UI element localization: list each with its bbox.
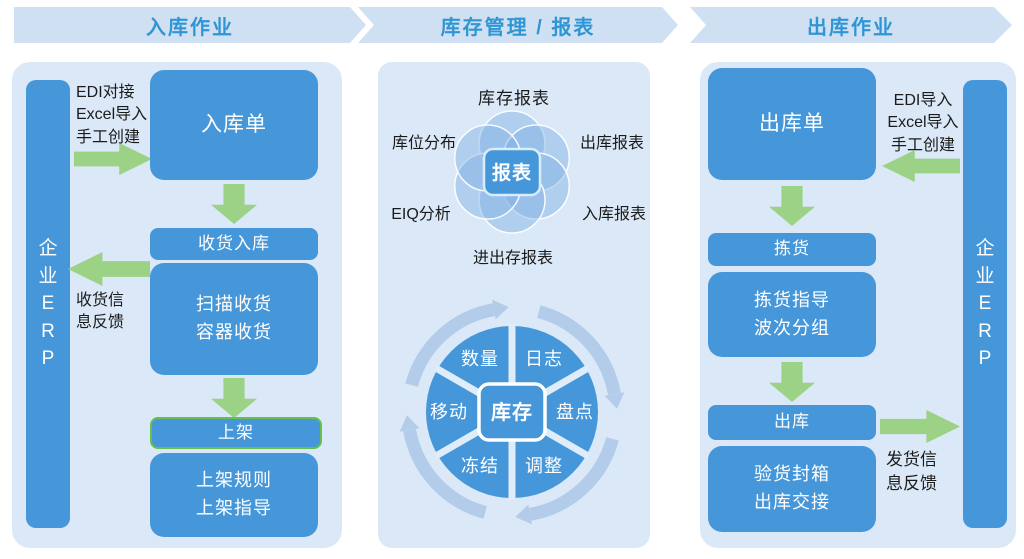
box-check-pack-label: 验货封箱 出库交接 bbox=[754, 464, 830, 512]
report-label-outbound: 出库报表 bbox=[579, 135, 645, 152]
sector-move: 移动 bbox=[430, 402, 468, 422]
sector-quantity: 数量 bbox=[461, 349, 499, 369]
report-label-eiq: EIQ分析 bbox=[391, 206, 451, 223]
box-inbound-order: 入库单 bbox=[150, 70, 318, 180]
sector-log: 日志 bbox=[525, 349, 563, 369]
erp-bar-inbound: 企 业 E R P bbox=[26, 80, 70, 528]
erp-bar-outbound-label: 企 业 E R P bbox=[975, 238, 995, 370]
arrow-scan-to-putaway bbox=[211, 378, 257, 418]
sector-adjust: 调整 bbox=[525, 456, 563, 476]
arrow-receive-feedback-to-erp bbox=[68, 252, 150, 286]
inbound-panel: 企 业 E R P EDI对接 Excel导入 手工创建 入库单 收货入库 收货… bbox=[12, 62, 342, 548]
arrow-order-to-pick bbox=[769, 186, 815, 226]
banner-inbound-label: 入库作业 bbox=[146, 16, 234, 39]
banner-outbound: 出库作业 bbox=[690, 7, 1012, 43]
box-receive-label: 收货入库 bbox=[198, 233, 270, 253]
inventory-panel: 库存报表 报表 库位分布 出库报表 EIQ分析 入库报表 进出存报表 bbox=[378, 62, 650, 548]
box-putaway-rules-label: 上架规则 上架指导 bbox=[196, 470, 272, 518]
box-putaway-label: 上架 bbox=[218, 422, 254, 442]
sector-freeze: 冻结 bbox=[461, 456, 499, 476]
report-label-location: 库位分布 bbox=[391, 135, 457, 152]
arrow-order-to-receive bbox=[211, 184, 257, 224]
box-outbound-order: 出库单 bbox=[708, 68, 876, 180]
box-ship-label: 出库 bbox=[774, 412, 810, 432]
report-label-inout-stock: 进出存报表 bbox=[472, 250, 554, 267]
reports-title: 库存报表 bbox=[478, 89, 550, 108]
outbound-source-note: EDI导入 Excel导入 手工创建 bbox=[887, 92, 959, 154]
cycle-ring-arrowheads bbox=[399, 299, 625, 525]
banner-inventory: 库存管理 / 报表 bbox=[358, 7, 678, 43]
cycle-arrow-ring bbox=[403, 303, 621, 521]
arrow-ship-feedback-to-erp bbox=[880, 410, 960, 443]
box-ship: 出库 bbox=[708, 405, 876, 440]
inventory-cycle-diagram: 数量 日志 移动 盘点 冻结 调整 库存 bbox=[399, 299, 625, 525]
banner-inbound: 入库作业 bbox=[14, 7, 366, 43]
box-pick-guide: 拣货指导 波次分组 bbox=[708, 272, 876, 357]
arrow-pickguide-to-ship bbox=[769, 362, 815, 402]
box-putaway-rules: 上架规则 上架指导 bbox=[150, 453, 318, 537]
box-inbound-order-label: 入库单 bbox=[201, 112, 267, 136]
box-putaway: 上架 bbox=[150, 417, 322, 449]
box-outbound-order-label: 出库单 bbox=[759, 111, 825, 135]
box-pick: 拣货 bbox=[708, 233, 876, 266]
box-check-pack: 验货封箱 出库交接 bbox=[708, 446, 876, 532]
sector-count: 盘点 bbox=[556, 402, 594, 422]
erp-bar-inbound-label: 企 业 E R P bbox=[38, 238, 58, 370]
outbound-panel: 出库单 EDI导入 Excel导入 手工创建 企 业 E R P 拣货 拣货指导… bbox=[700, 62, 1016, 548]
report-label-inbound: 入库报表 bbox=[581, 206, 647, 223]
inbound-source-note: EDI对接 Excel导入 手工创建 bbox=[76, 84, 148, 146]
inbound-feedback-note: 收货信 息反馈 bbox=[76, 292, 125, 332]
erp-bar-outbound: 企 业 E R P bbox=[963, 80, 1007, 528]
cycle-center-label: 库存 bbox=[491, 400, 533, 424]
box-scan-receive: 扫描收货 容器收货 bbox=[150, 263, 318, 375]
box-receive: 收货入库 bbox=[150, 228, 318, 260]
outbound-feedback-note: 发货信 息反馈 bbox=[886, 450, 937, 493]
banner-outbound-label: 出库作业 bbox=[807, 16, 895, 39]
banner-inventory-label: 库存管理 / 报表 bbox=[440, 16, 596, 39]
box-scan-receive-label: 扫描收货 容器收货 bbox=[196, 294, 272, 342]
box-pick-label: 拣货 bbox=[774, 239, 810, 259]
reports-venn-diagram: 报表 bbox=[454, 110, 570, 234]
reports-center-label: 报表 bbox=[492, 161, 532, 184]
box-pick-guide-label: 拣货指导 波次分组 bbox=[754, 289, 830, 338]
